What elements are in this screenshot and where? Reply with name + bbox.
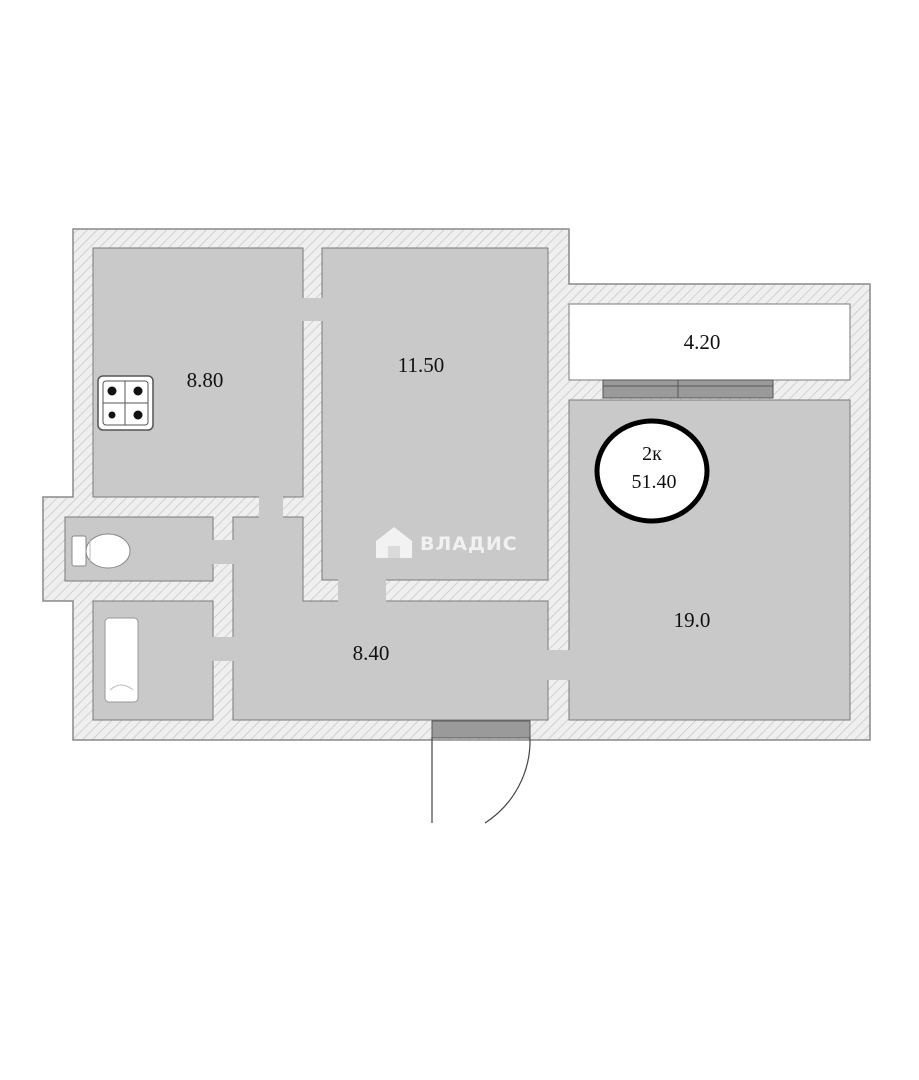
room-count: 2к	[642, 443, 662, 465]
entrance-door	[431, 720, 531, 824]
doorway-bath-hall	[212, 637, 234, 661]
kitchen-area-label: 8.80	[187, 368, 224, 392]
small-room	[321, 247, 549, 581]
hallway-area-label: 8.40	[353, 641, 390, 665]
doorway-kitchen-hall	[259, 496, 283, 518]
rooms	[64, 247, 851, 721]
doorway-kitchen-room	[302, 298, 323, 321]
large-room-area-label: 19.0	[674, 608, 711, 632]
house-logo-icon	[376, 527, 412, 558]
kitchen-room	[92, 247, 304, 498]
bathtub-icon	[104, 617, 139, 703]
doorways	[212, 298, 570, 680]
watermark-text: ВЛАДИС	[420, 533, 518, 555]
hallway-room	[232, 516, 549, 721]
small-room-area-label: 11.50	[398, 353, 444, 377]
toilet-icon	[71, 533, 131, 569]
total-area-badge: 2к 51.40	[594, 418, 710, 524]
stove-icon	[97, 375, 154, 431]
total-area: 51.40	[632, 471, 677, 493]
doorway-toilet-hall	[212, 540, 234, 564]
balcony-area-label: 4.20	[684, 330, 721, 354]
doorway-hall-large-room	[547, 650, 570, 680]
watermark: ВЛАДИС	[376, 527, 518, 558]
doorway-room-hall	[338, 579, 386, 602]
balcony-window	[602, 379, 774, 399]
